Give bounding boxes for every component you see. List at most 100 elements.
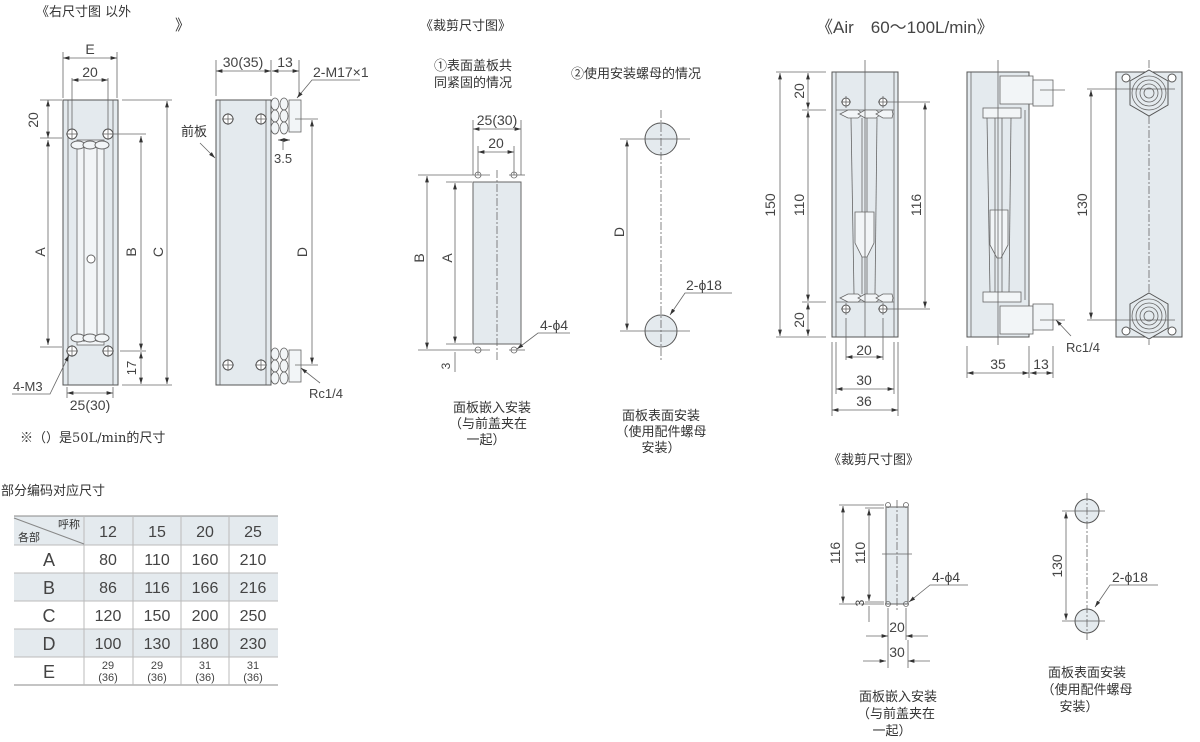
case2-caption-1: 面板表面安装 (622, 409, 700, 424)
dim-30-35: 30(35) (223, 54, 263, 70)
table-corner-bottom: 各部 (18, 530, 40, 544)
top-fitting (1121, 69, 1177, 117)
left-section: 《右尺寸图 以外 》 E (12, 5, 369, 446)
case1-title-line2: 同紧固的情况 (434, 75, 512, 91)
air-cutout-dim-20: 20 (889, 619, 905, 635)
case2-cutout: D 2-ϕ18 面板表面安装 （使用配件螺母 安装） (611, 110, 732, 456)
bottom-fitting (1121, 292, 1177, 340)
dim-20-vertical: 20 (25, 112, 41, 128)
air-title: 《Air 60～100L/min》 (816, 18, 994, 37)
table-corner-top: 呼称 (58, 517, 80, 531)
table-cell-value: 100 (95, 636, 122, 653)
case2-hole-label: 2-ϕ18 (686, 277, 722, 293)
air-cutout-dim-130: 130 (1049, 554, 1065, 578)
table-column-header: 20 (196, 524, 214, 541)
air-dim-20-top: 20 (791, 83, 807, 99)
dim-17: 17 (124, 361, 139, 375)
table-cell-value: 180 (192, 636, 219, 653)
table-cell-value: 216 (240, 580, 267, 597)
table-cell-value-alt: (36) (195, 672, 215, 684)
case1-dim-3: 3 (439, 362, 453, 369)
dim-3-5: 3.5 (274, 151, 292, 166)
air-cutout-case2: 130 2-ϕ18 面板表面安装 （使用配件螺母 安装） (1041, 493, 1158, 715)
left-section-title: 《右尺寸图 以外 (36, 5, 131, 20)
air-case2-caption-3: 安装） (1059, 700, 1098, 715)
case1-dim-A: A (439, 253, 455, 263)
case1-hole-label: 4-ϕ4 (540, 317, 568, 333)
air-cutout-dim-3: 3 (853, 599, 867, 606)
air-section: 《Air 60～100L/min》 (762, 18, 1183, 416)
air-back-dim-130: 130 (1074, 193, 1090, 217)
air-front-view: 150 20 110 20 116 20 30 36 (762, 60, 930, 416)
table-cell-value: 116 (144, 580, 170, 597)
table-cell-value: 29 (102, 660, 114, 672)
air-dim-20-bottom: 20 (791, 312, 807, 328)
table-caption: 部分编码对应尺寸 (1, 483, 105, 499)
air-dim-30: 30 (856, 372, 872, 388)
air-case1-caption-2: （与前盖夹在 (857, 706, 935, 722)
table-cell-value: 200 (192, 608, 219, 625)
air-case1-caption-3: 一起） (872, 724, 911, 739)
table-cell-value: 120 (95, 608, 122, 625)
air-case1-caption-1: 面板嵌入安装 (859, 690, 937, 705)
table-cell-value: 80 (99, 552, 117, 569)
table-column-header: 12 (99, 524, 117, 541)
front-view: E 20 20 A B C 17 (12, 41, 172, 413)
case2-title: ②使用安装螺母的情况 (571, 66, 701, 82)
case1-dim-B: B (411, 253, 427, 262)
air-cutout-case1: 116 110 3 4-ϕ4 20 30 面板嵌入安装 （与前盖夹在 一起） (827, 500, 968, 739)
air-case2-caption-2: （使用配件螺母 (1041, 682, 1132, 698)
table-cell-value: 31 (199, 660, 211, 672)
table-cell-value: 29 (151, 660, 163, 672)
table-cell-value: 86 (99, 580, 117, 597)
table-row-label: D (43, 634, 56, 654)
case1-title-line1: ①表面盖板共 (434, 59, 512, 74)
air-cutout-hole-label: 4-ϕ4 (932, 569, 960, 585)
cutout-section: 《裁剪尺寸图》 ①表面盖板共 同紧固的情况 ②使用安装螺母的情况 25(30) … (411, 18, 732, 456)
case1-dim-top: 25(30) (477, 112, 517, 128)
air-port-label: Rc1/4 (1066, 340, 1100, 355)
air-cutout-dim-116: 116 (827, 542, 843, 565)
left-section-title-close: 》 (175, 16, 190, 34)
air-cutout-dim-30: 30 (889, 644, 905, 660)
cutout-title: 《裁剪尺寸图》 (420, 18, 511, 34)
front-plate-label: 前板 (181, 124, 207, 140)
air-case2-caption-1: 面板表面安装 (1048, 666, 1126, 681)
table-cell-value: 230 (240, 636, 267, 653)
case1-caption-1: 面板嵌入安装 (453, 401, 531, 416)
table-cell-value: 130 (144, 636, 171, 653)
air-cutout-title: 《裁剪尺寸图》 (828, 452, 919, 468)
air-cutout-section: 《裁剪尺寸图》 116 110 3 4-ϕ4 20 (827, 452, 1158, 739)
table-cell-value-alt: (36) (243, 672, 263, 684)
case1-cutout: 25(30) 20 B A 3 4-ϕ4 面板嵌入安装 （与前盖夹在 (411, 112, 570, 448)
dim-C: C (150, 247, 166, 257)
air-dim-116: 116 (908, 194, 924, 217)
table-cell-value-alt: (36) (147, 672, 167, 684)
table-column-header: 25 (244, 524, 262, 541)
air-dim-110: 110 (791, 194, 807, 217)
thread-label: 2-M17×1 (313, 64, 369, 80)
table-cell-value: 250 (240, 608, 267, 625)
case2-dim-D: D (611, 227, 627, 237)
air-side-dim-13: 13 (1033, 356, 1049, 372)
dim-20-top: 20 (82, 64, 98, 80)
case1-caption-3: 一起） (466, 433, 505, 448)
table-cell-value: 31 (247, 660, 259, 672)
case1-caption-2: （与前盖夹在 (449, 416, 527, 432)
case2-caption-2: （使用配件螺母 (615, 424, 706, 440)
table-row-label: A (43, 550, 55, 570)
side-view: 30(35) 13 2-M17×1 前板 3.5 D Rc1/4 (181, 54, 369, 401)
dim-D: D (294, 247, 310, 257)
air-dim-36: 36 (856, 393, 872, 409)
note-text: ※（）是50L/min的尺寸 (20, 430, 165, 446)
port-label: Rc1/4 (309, 386, 343, 401)
dim-13: 13 (277, 54, 293, 70)
dim-E: E (85, 41, 94, 57)
table-cell-value-alt: (36) (98, 672, 118, 684)
air-side-dim-35: 35 (990, 356, 1006, 372)
dim-A: A (32, 247, 48, 257)
screw-label: 4-M3 (13, 379, 43, 394)
air-dim-150: 150 (762, 193, 778, 217)
